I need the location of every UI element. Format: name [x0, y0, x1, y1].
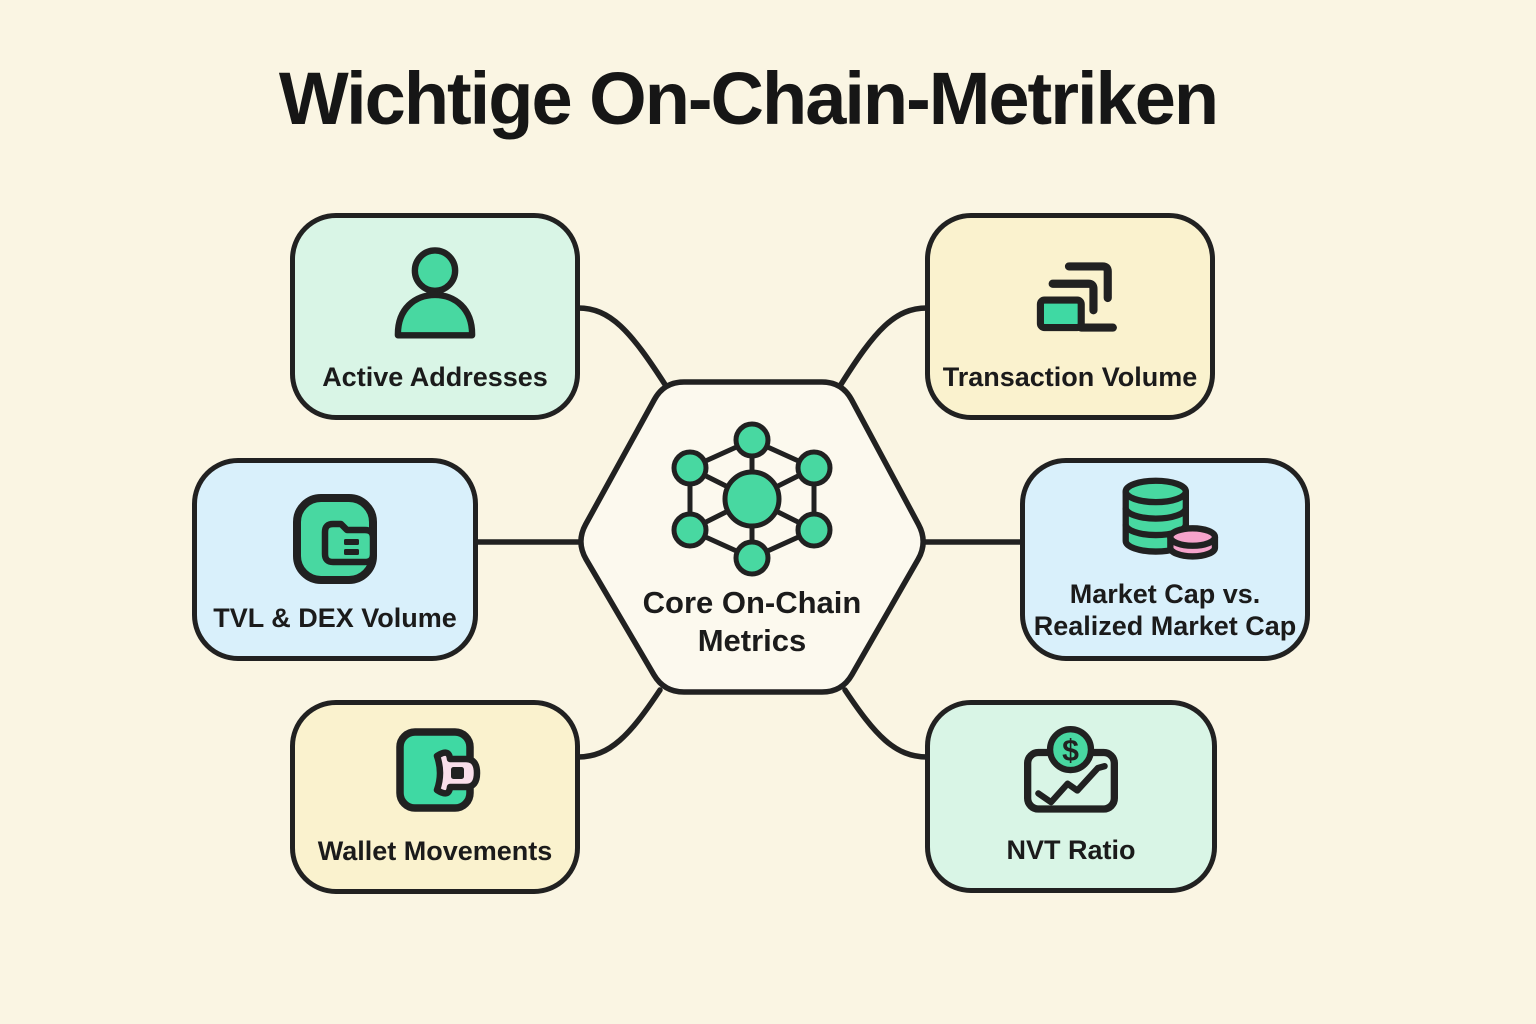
node-label: TVL & DEX Volume — [213, 603, 457, 633]
node-tvl-dex-volume: TVL & DEX Volume — [192, 458, 478, 661]
node-nvt-ratio: $ NVT Ratio — [925, 700, 1217, 893]
center-label: Core On-Chain Metrics — [642, 585, 862, 658]
wallet-ticket-icon — [396, 728, 481, 812]
node-active-addresses: Active Addresses — [290, 213, 580, 420]
node-label: Market Cap vs. Realized Market Cap — [1033, 579, 1297, 641]
dollar-chart-icon: $ — [1024, 725, 1118, 813]
node-label: Active Addresses — [322, 362, 548, 392]
stacked-layers-icon — [1036, 262, 1117, 332]
dollar-glyph: $ — [1062, 734, 1079, 767]
node-label: Transaction Volume — [942, 362, 1198, 392]
node-label: Wallet Movements — [317, 836, 553, 866]
page-title: Wichtige On-Chain-Metriken — [278, 57, 1219, 140]
wallet-card-icon — [293, 494, 377, 584]
connector-bottom-right — [842, 687, 930, 760]
connector-lines — [469, 305, 1029, 760]
coin-stack-icon — [1122, 477, 1219, 560]
network-icon — [671, 421, 833, 577]
user-icon — [394, 247, 476, 339]
node-transaction-volume: Transaction Volume — [925, 213, 1215, 420]
node-wallet-movements: Wallet Movements — [290, 700, 580, 894]
connector-top-right — [837, 305, 930, 389]
node-label: NVT Ratio — [1006, 835, 1136, 865]
connector-top-left — [575, 305, 669, 389]
node-market-cap: Market Cap vs. Realized Market Cap — [1020, 458, 1310, 661]
connector-bottom-left — [575, 687, 663, 760]
